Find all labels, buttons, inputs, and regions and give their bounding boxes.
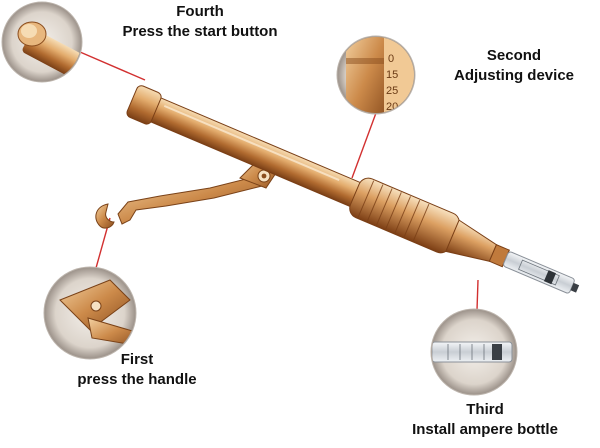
leader-line-second	[351, 112, 377, 179]
step-third-description: Install ampere bottle	[412, 421, 558, 438]
step-second-label: Second Adjusting device	[428, 46, 600, 86]
main-barrel	[126, 85, 580, 294]
step-fourth-description: Press the start button	[122, 23, 278, 40]
detail-circle-adjusting-device: 0 15 25 20	[336, 35, 416, 115]
scale-mark: 25	[386, 85, 398, 97]
detail-circle-handle	[43, 266, 137, 360]
step-third-label: Third Install ampere bottle	[380, 400, 590, 440]
leader-line-third	[476, 279, 479, 311]
leader-lines	[79, 51, 479, 311]
step-first-title: First	[120, 351, 154, 368]
detail-circle-start-button	[1, 1, 83, 83]
step-third-title: Third	[466, 401, 504, 418]
step-first-label: First press the handle	[52, 350, 222, 390]
scale-mark: 0	[388, 53, 394, 65]
step-first-description: press the handle	[77, 371, 197, 388]
step-fourth-title: Fourth	[176, 3, 224, 20]
step-fourth-label: Fourth Press the start button	[100, 2, 300, 42]
scale-mark: 15	[386, 69, 398, 81]
step-second-title: Second	[486, 47, 542, 64]
step-second-description: Adjusting device	[453, 67, 575, 84]
leader-line-fourth	[79, 51, 146, 81]
detail-circle-ampoule	[430, 308, 518, 396]
